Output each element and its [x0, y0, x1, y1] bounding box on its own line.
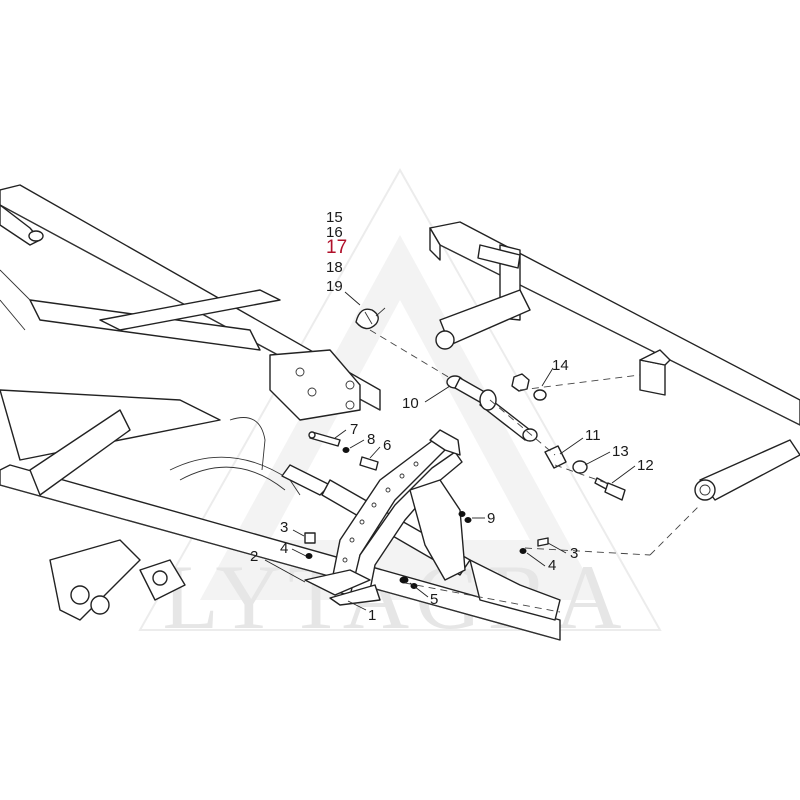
assembly-lines	[369, 329, 701, 613]
callout-17: 17	[326, 237, 347, 258]
callout-11: 11	[585, 427, 601, 444]
callout-14: 14	[552, 357, 569, 374]
callout-15: 15	[326, 209, 343, 226]
callout-4-left: 4	[280, 540, 288, 557]
bracket-assembly	[304, 429, 466, 606]
callouts: 15 16 17 18 19 14 10 11 13 12 7 8 6 9 3 …	[250, 209, 654, 624]
callout-1: 1	[368, 607, 376, 624]
hitch-pin-clip	[355, 307, 386, 330]
leader-lines	[264, 291, 636, 611]
callout-9: 9	[487, 510, 495, 527]
callout-13: 13	[612, 443, 629, 460]
callout-19: 19	[326, 278, 343, 295]
callout-5: 5	[430, 591, 438, 608]
callout-18: 18	[326, 259, 343, 276]
callout-10: 10	[402, 395, 419, 412]
callout-12: 12	[637, 457, 654, 474]
callout-3-right: 3	[570, 545, 578, 562]
callout-3-left: 3	[280, 519, 288, 536]
callout-8: 8	[367, 431, 375, 448]
callout-2: 2	[250, 548, 258, 565]
callout-6: 6	[383, 437, 391, 454]
right-frame	[429, 221, 800, 501]
hardware	[304, 307, 626, 589]
callout-4-right: 4	[548, 557, 556, 574]
bracket-holes	[342, 461, 419, 563]
left-frame	[0, 184, 561, 641]
callout-7: 7	[350, 421, 358, 438]
callout-16: 16	[326, 224, 343, 241]
tie-rod	[446, 375, 538, 442]
